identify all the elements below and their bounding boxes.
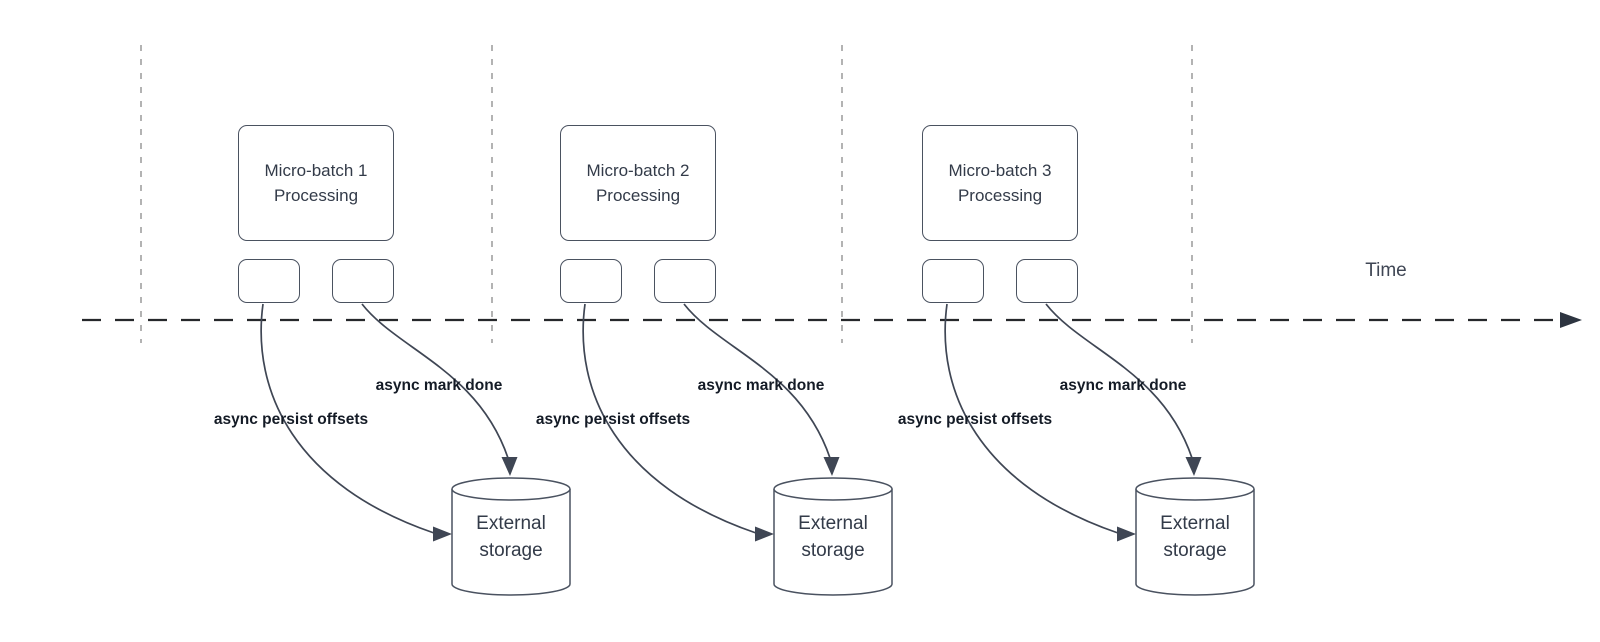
time-axis-label: Time	[1365, 260, 1407, 281]
storage-label-line1: External	[1160, 513, 1230, 534]
persist-offsets-label-3: async persist offsets	[897, 411, 1053, 428]
processing-box-title-line1: Micro-batch 3	[948, 161, 1052, 180]
done-task-box-3	[1016, 259, 1078, 303]
processing-box-title-line1: Micro-batch 2	[586, 161, 690, 180]
external-storage-label-3: External storage	[1136, 510, 1254, 564]
persist-offsets-label-1: async persist offsets	[213, 411, 369, 428]
time-axis-arrowhead-icon	[1560, 312, 1582, 328]
processing-box-1: Micro-batch 1 Processing	[238, 125, 394, 241]
mark-done-label-1: async mark done	[375, 377, 503, 394]
processing-box-title-line2: Processing	[595, 186, 681, 205]
storage-label-line2: storage	[801, 540, 865, 561]
processing-box-title-line2: Processing	[273, 186, 359, 205]
storage-label-line2: storage	[1163, 540, 1227, 561]
processing-box-title-line2: Processing	[957, 186, 1043, 205]
batch-group-2: Micro-batch 2 Processing async persist o…	[536, 0, 1030, 642]
storage-label-line1: External	[476, 513, 546, 534]
processing-box-title-line1: Micro-batch 1	[264, 161, 368, 180]
mark-done-label-3: async mark done	[1059, 377, 1187, 394]
done-task-box-1	[332, 259, 394, 303]
storage-label-line2: storage	[479, 540, 543, 561]
done-task-box-2	[654, 259, 716, 303]
storage-label-line1: External	[798, 513, 868, 534]
persist-offsets-label-2: async persist offsets	[535, 411, 691, 428]
external-storage-label-1: External storage	[452, 510, 570, 564]
offset-task-box-1	[238, 259, 300, 303]
offset-task-box-2	[560, 259, 622, 303]
batch-group-3: Micro-batch 3 Processing async persist o…	[898, 0, 1392, 642]
offset-task-box-3	[922, 259, 984, 303]
external-storage-label-2: External storage	[774, 510, 892, 564]
mark-done-label-2: async mark done	[697, 377, 825, 394]
batch-group-1: Micro-batch 1 Processing async persist o…	[214, 0, 708, 642]
processing-box-2: Micro-batch 2 Processing	[560, 125, 716, 241]
processing-box-3: Micro-batch 3 Processing	[922, 125, 1078, 241]
